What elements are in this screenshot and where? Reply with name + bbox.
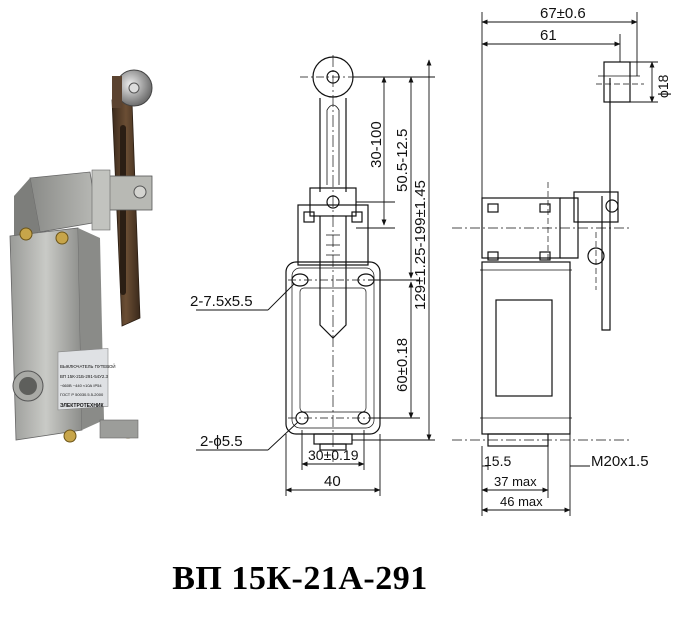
photo-label-line3: ~660В ~440 ≈10А IP54 xyxy=(60,383,102,388)
front-view xyxy=(285,55,381,462)
dim-lever-range: 30-100 xyxy=(368,121,385,168)
dim-offset: 15.5 xyxy=(484,453,511,469)
dim-hole-spacing-v: 60±0.18 xyxy=(394,338,411,392)
side-dimensions xyxy=(481,12,658,516)
photo-brand: ЭЛЕКТРОТЕХНИК xyxy=(60,403,105,409)
dim-holes: 2-ϕ5.5 xyxy=(200,433,243,450)
front-dim-labels: 30-100 50.5-12.5 129±1.25-199±1.45 60±0.… xyxy=(190,121,429,490)
dim-overall-depth: 67±0.6 xyxy=(540,5,586,22)
dim-37-max: 37 max xyxy=(494,474,537,489)
product-caption: ВП 15К-21А-291 xyxy=(172,560,428,597)
photo-label-line2: ВП 15К-21Б-291-54У2.3 xyxy=(60,374,109,379)
photo-label-line1: ВЫКЛЮЧАТЕЛЬ ПУТЕВОЙ xyxy=(60,364,116,369)
dim-hole-spacing-h: 30±0.19 xyxy=(308,447,359,463)
dim-slot: 2-7.5x5.5 xyxy=(190,293,253,310)
dim-overall-height: 129±1.25-199±1.45 xyxy=(412,180,429,310)
dim-thread: M20x1.5 xyxy=(591,453,649,470)
dim-width: 40 xyxy=(324,473,341,490)
side-dim-labels: 67±0.6 61 ϕ18 15.5 M20x1.5 37 max 46 max xyxy=(484,5,671,509)
front-dimensions xyxy=(196,59,435,496)
switch-photo: ВЫКЛЮЧАТЕЛЬ ПУТЕВОЙ ВП 15К-21Б-291-54У2.… xyxy=(9,69,153,443)
dim-46-max: 46 max xyxy=(500,494,543,509)
dim-depth: 61 xyxy=(540,27,557,44)
side-view xyxy=(452,61,644,447)
photo-label-line4: ГОСТ Р 50030.5.5-2000 xyxy=(60,392,104,397)
dim-roller-dia: ϕ18 xyxy=(655,74,671,98)
dim-roller-height: 50.5-12.5 xyxy=(394,129,411,192)
